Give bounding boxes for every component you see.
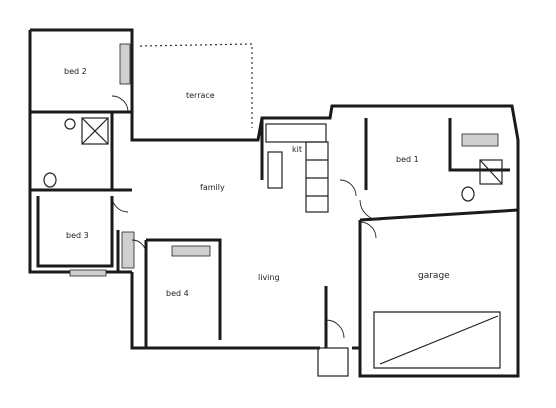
car-outline-icon [373, 311, 501, 369]
exterior-walls [28, 28, 520, 378]
room-label-family: family [200, 183, 225, 192]
interior-walls [30, 110, 519, 348]
room-label-bed-2: bed 2 [64, 67, 87, 76]
room-label-bed-3: bed 3 [66, 231, 89, 240]
bathroom-fixtures [43, 117, 503, 202]
kitchen-cabinets [265, 123, 329, 213]
room-label-bed-1: bed 1 [396, 155, 419, 164]
room-label-kitchen: kit [292, 145, 302, 154]
ensuite-shower-icon [479, 159, 503, 185]
room-label-garage: garage [418, 271, 450, 281]
shower-icon [81, 117, 109, 145]
room-label-living: living [258, 273, 280, 282]
room-labels: bed 2 bed 3 bed 4 bed 1 garage family li… [64, 67, 450, 298]
wardrobes [69, 43, 499, 277]
basin-icon [64, 118, 76, 130]
terrace-outline [139, 43, 253, 128]
room-label-terrace: terrace [186, 91, 215, 100]
toilet-icon [43, 172, 57, 188]
ensuite-toilet-icon [461, 186, 475, 202]
door-swings [111, 95, 381, 377]
room-label-bed-4: bed 4 [166, 289, 189, 298]
